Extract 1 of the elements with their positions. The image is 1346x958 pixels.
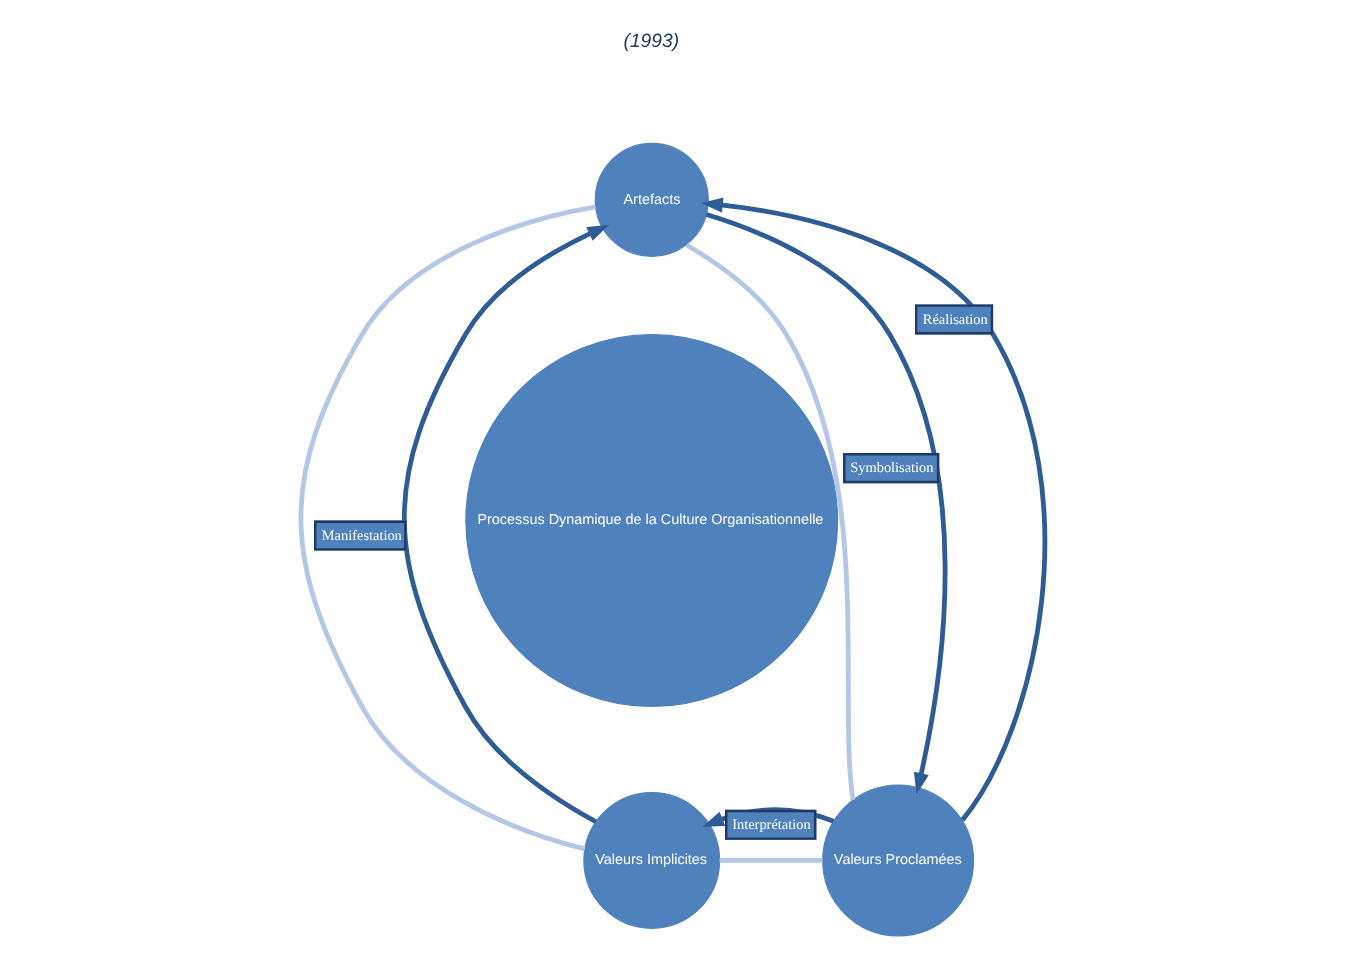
label: (1993) (623, 30, 680, 53)
